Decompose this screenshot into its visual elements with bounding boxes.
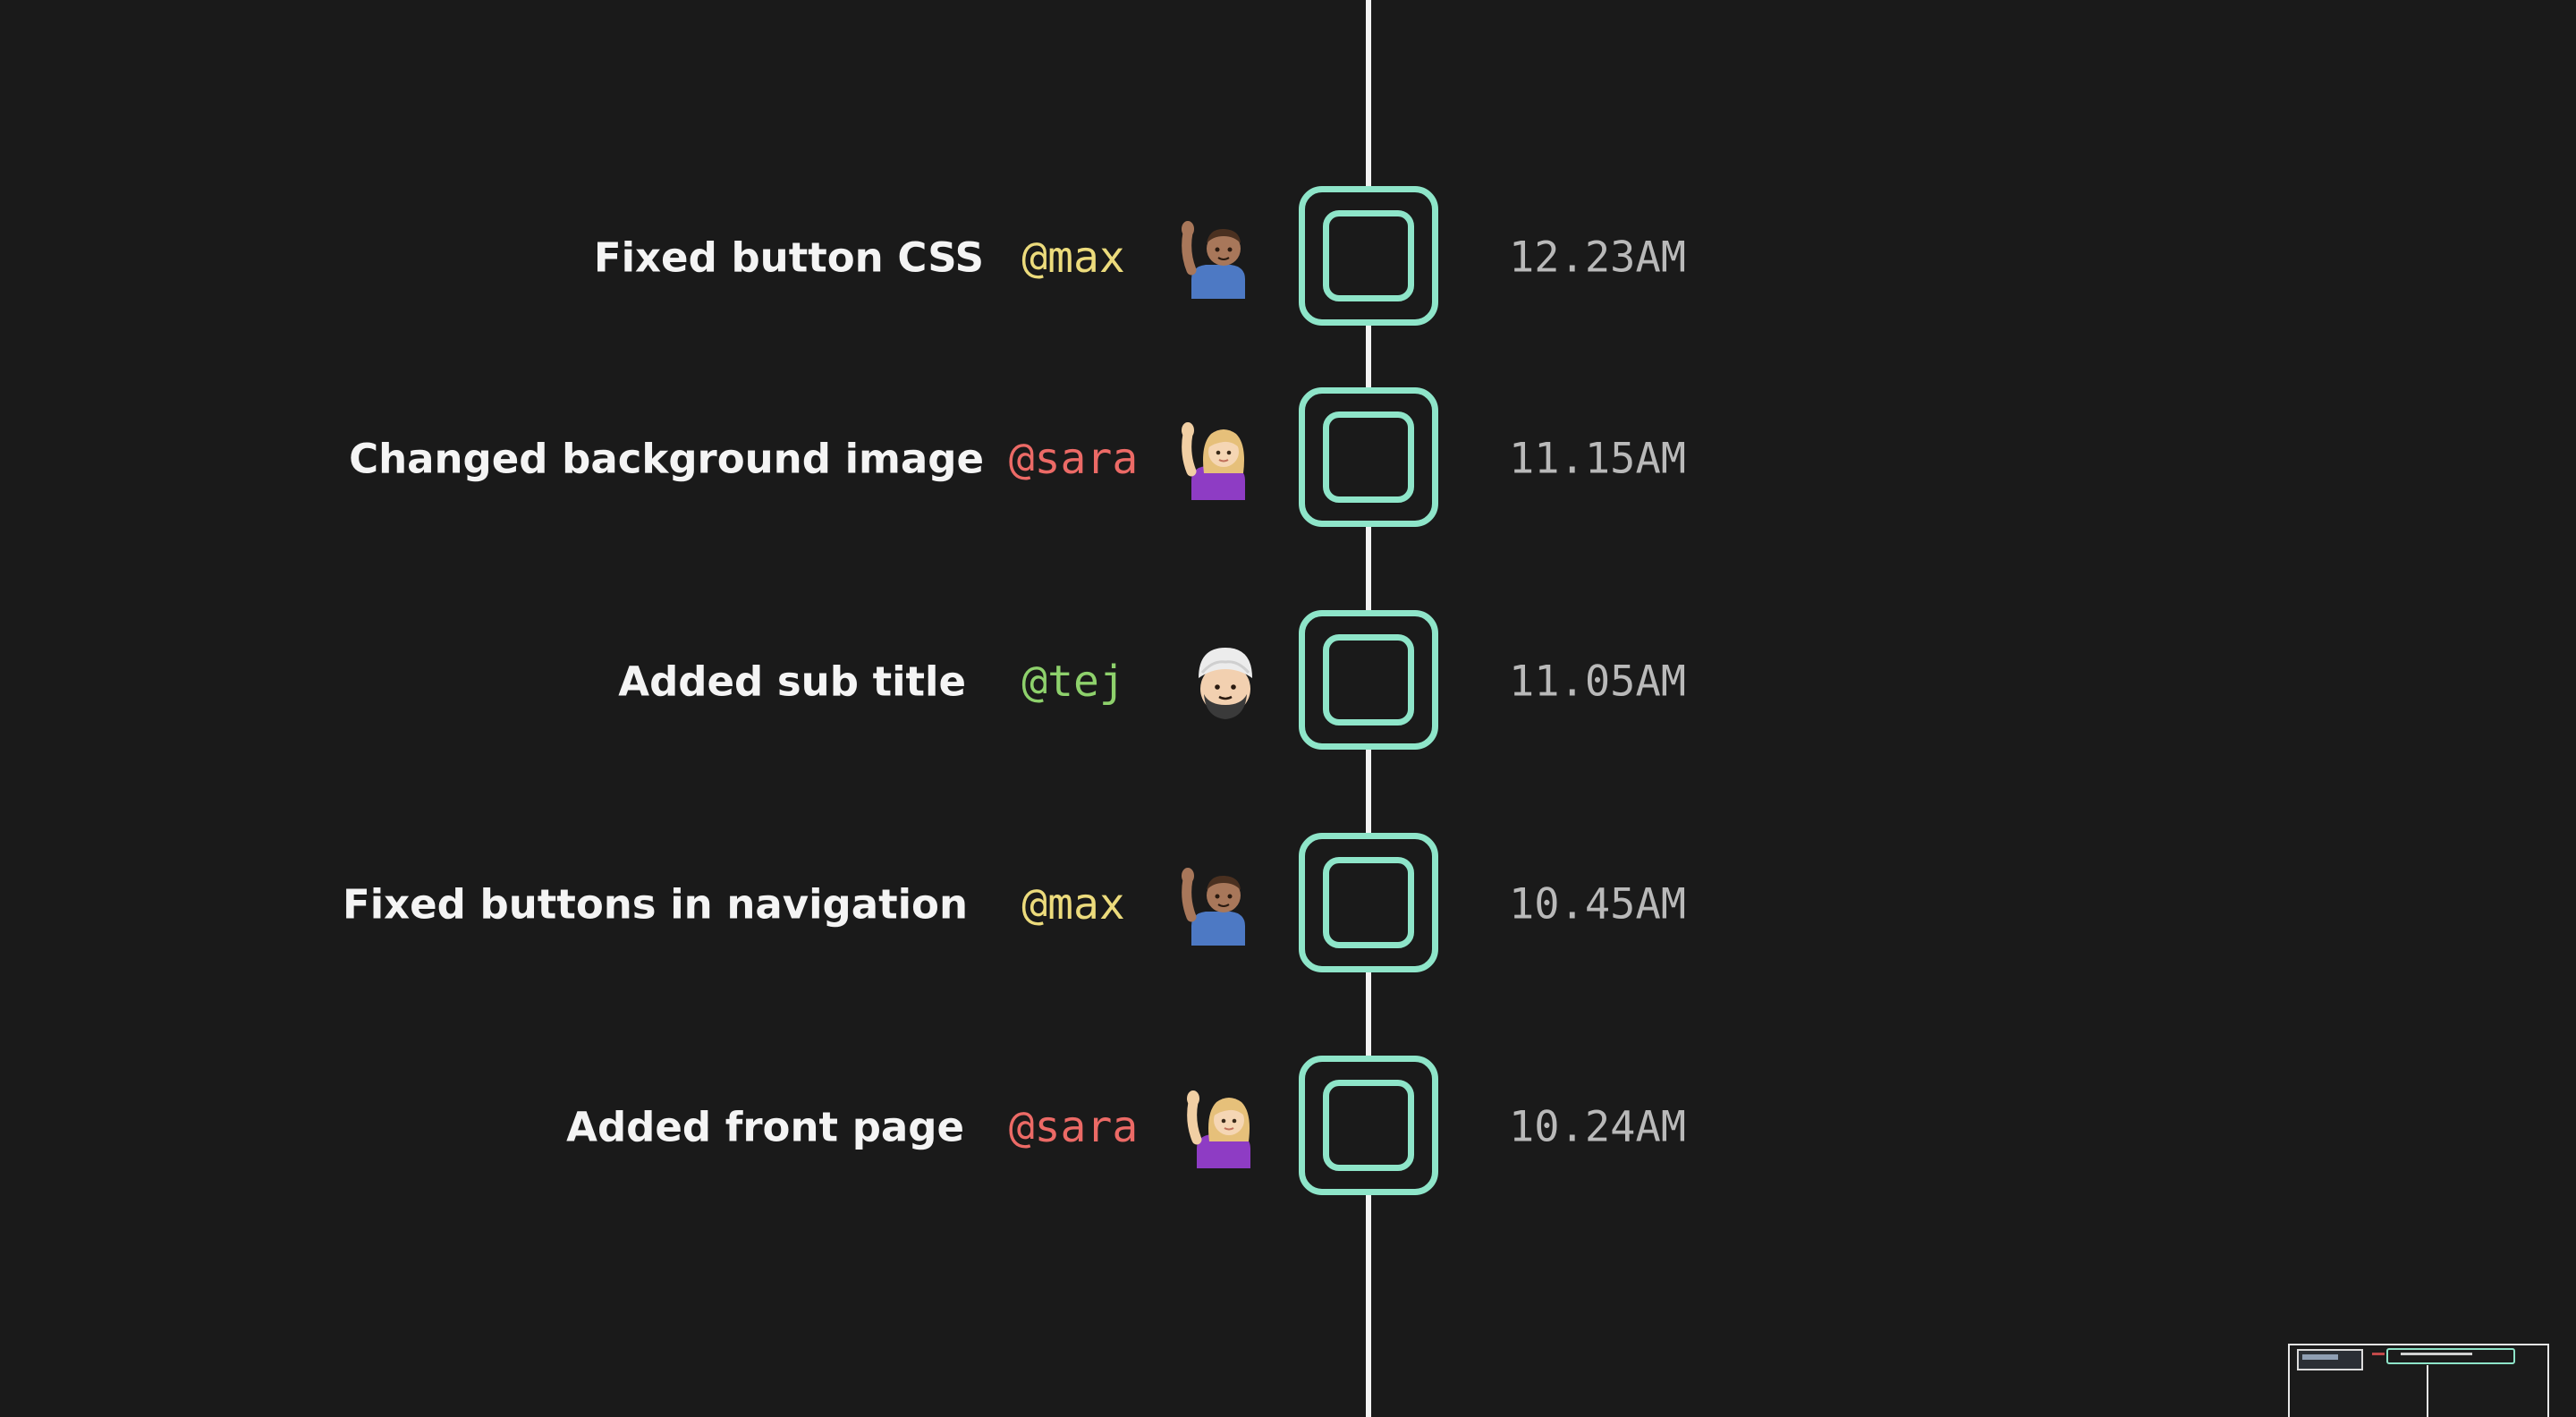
timeline-node[interactable] — [1299, 610, 1438, 750]
timeline-entry: Fixed buttons in navigation @max 10.45AM — [0, 833, 2576, 976]
timeline-node[interactable] — [1299, 833, 1438, 972]
commit-time: 10.45AM — [1509, 879, 1687, 929]
commit-time: 12.23AM — [1509, 233, 1687, 283]
timeline-node-inner — [1323, 857, 1414, 948]
commit-time: 10.24AM — [1509, 1102, 1687, 1152]
minimap-card-text — [2401, 1353, 2472, 1355]
turban-man-icon — [1186, 641, 1265, 723]
timeline-entry: Added front page @sara 10.24AM — [0, 1056, 2576, 1199]
commit-time: 11.05AM — [1509, 657, 1687, 707]
timeline-node-inner — [1323, 1080, 1414, 1171]
timeline-entry: Fixed button CSS @max 12.23AM — [0, 186, 2576, 329]
raising-hand-man-icon — [1179, 216, 1258, 299]
user-handle: @sara — [1008, 434, 1139, 484]
raising-hand-woman-icon — [1184, 1086, 1263, 1168]
commit-message: Fixed button CSS — [593, 233, 984, 282]
minimap-preview[interactable] — [2288, 1344, 2549, 1417]
user-handle: @sara — [1008, 1102, 1139, 1152]
timeline-node[interactable] — [1299, 387, 1438, 527]
raising-hand-woman-icon — [1179, 418, 1258, 500]
minimap-thumbnail — [2297, 1349, 2363, 1370]
minimap-card — [2386, 1348, 2515, 1364]
commit-time: 11.15AM — [1509, 434, 1687, 484]
user-handle: @max — [1021, 879, 1125, 929]
timeline-node-inner — [1323, 412, 1414, 503]
timeline-entry: Changed background image @sara 11.15AM — [0, 387, 2576, 530]
user-handle: @tej — [1021, 657, 1125, 707]
commit-message: Added front page — [566, 1103, 964, 1151]
commit-message: Added sub title — [618, 658, 966, 706]
minimap-thumbnail-bar — [2302, 1354, 2338, 1360]
raising-hand-man-icon — [1179, 863, 1258, 946]
timeline-node[interactable] — [1299, 1056, 1438, 1195]
timeline-entry: Added sub title @tej 11.05AM — [0, 610, 2576, 753]
minimap-marker — [2372, 1353, 2385, 1355]
minimap-line — [2427, 1365, 2428, 1417]
timeline-node-inner — [1323, 634, 1414, 725]
commit-message: Changed background image — [349, 435, 984, 483]
user-handle: @max — [1021, 233, 1125, 283]
commit-message: Fixed buttons in navigation — [342, 880, 968, 929]
timeline-node-inner — [1323, 210, 1414, 301]
timeline-node[interactable] — [1299, 186, 1438, 326]
